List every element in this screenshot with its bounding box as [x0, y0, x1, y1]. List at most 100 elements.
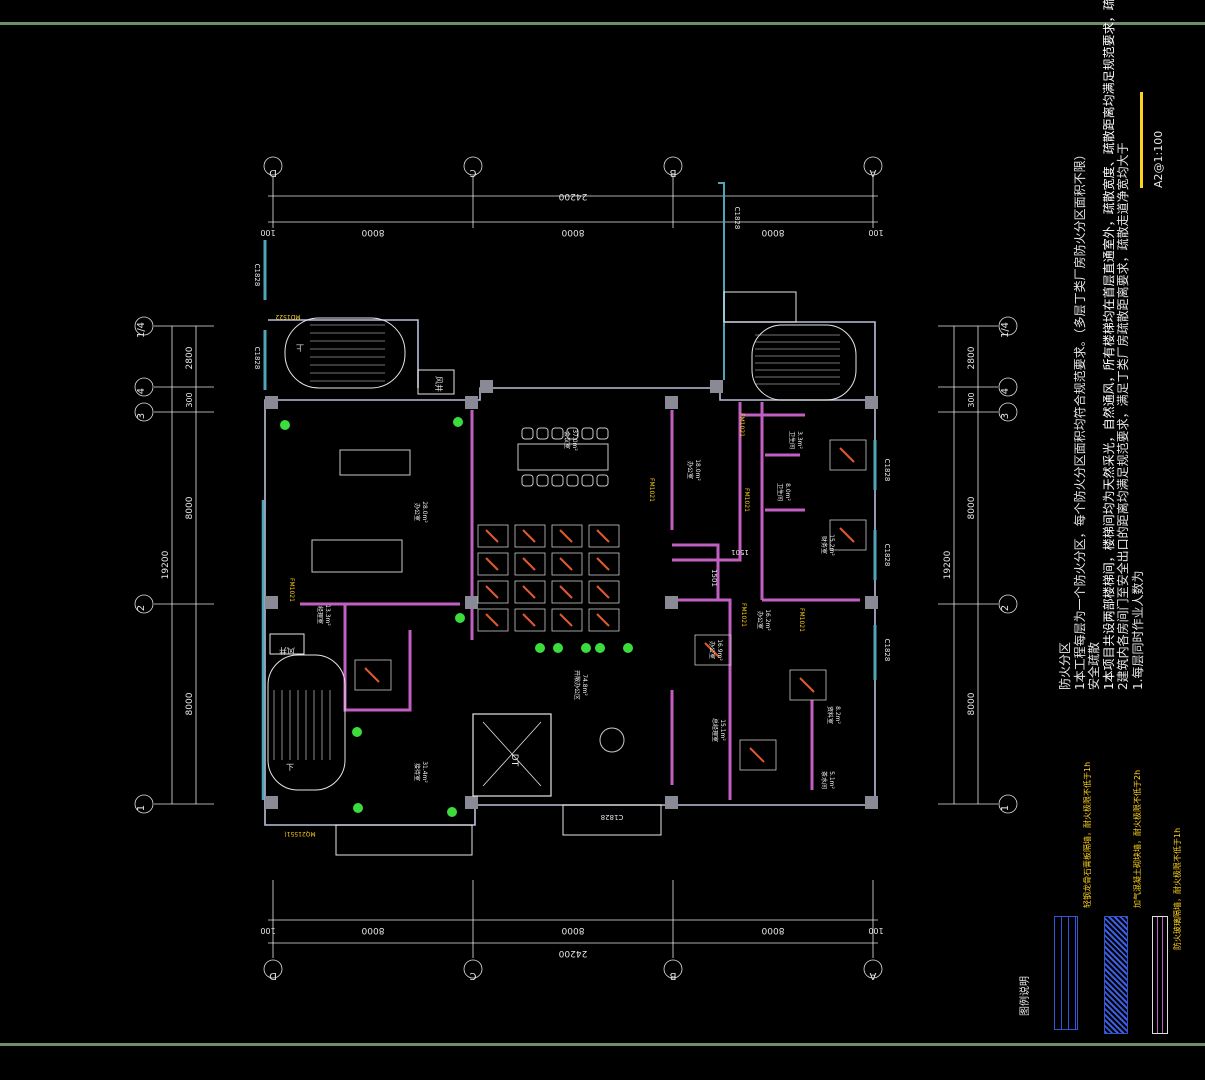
- chair: [596, 474, 609, 487]
- room-area-label: 8.0m²: [784, 483, 791, 501]
- room-name-label: 财务室: [820, 536, 828, 554]
- grid-bubble: [134, 402, 154, 422]
- room-name-label: 开敞办公区: [573, 670, 581, 700]
- office-desk: [354, 659, 392, 691]
- grid-bubble: [663, 959, 683, 979]
- chair: [596, 427, 609, 440]
- workstation-desk: [551, 524, 583, 548]
- structural-column: [665, 596, 678, 609]
- legend-title: 图例说明: [1020, 976, 1031, 1016]
- grid-bubble: [134, 594, 154, 614]
- window-tag: C1828: [883, 459, 891, 482]
- grid-axis-label: 4: [136, 388, 147, 394]
- office-chair: [799, 677, 815, 693]
- conference-table: [517, 443, 609, 471]
- chair: [551, 427, 564, 440]
- workstation-desk: [514, 552, 546, 576]
- shaft: [269, 633, 305, 655]
- door-tag: MD1522: [275, 313, 300, 320]
- shaft-label: 风井: [434, 376, 444, 392]
- workstation-desk: [477, 608, 509, 632]
- grid-bubble: [998, 377, 1018, 397]
- roof-canopy: [723, 291, 797, 323]
- workstation-desk: [477, 524, 509, 548]
- structural-column: [865, 396, 878, 409]
- notes-heading-fire-zone: 防火分区: [1058, 641, 1072, 690]
- grid-bubble: [263, 959, 283, 979]
- stair-core-wall: [268, 319, 419, 388]
- dimension-edge: 100: [868, 228, 883, 237]
- room-area-label: 13.3m²: [324, 604, 331, 626]
- plant: [623, 643, 633, 653]
- bottom-frame-line: [0, 1043, 1205, 1046]
- dimension-small: 1501: [731, 548, 749, 556]
- room-name-label: 茶水间: [820, 771, 828, 789]
- manager-desk: [339, 449, 411, 476]
- stair-down-label: 下: [286, 763, 294, 772]
- workstation-chair: [596, 529, 610, 543]
- door-tag: FM1021: [743, 488, 750, 512]
- plant: [553, 643, 563, 653]
- stair-core-wall: [724, 321, 876, 400]
- stair-outline: [284, 317, 406, 389]
- dimension-edge: 100: [260, 228, 275, 237]
- structural-column: [265, 596, 278, 609]
- interior-partition: [672, 543, 720, 600]
- scale-marker: [1140, 92, 1143, 188]
- interior-partition: [343, 604, 412, 712]
- chair: [536, 474, 549, 487]
- workstation-chair: [485, 613, 499, 627]
- shaft-label: 风井: [279, 646, 295, 656]
- dimension-span: 2800: [185, 346, 195, 369]
- room-area-label: 5.1m²: [828, 771, 835, 789]
- dimension-span: 300: [967, 392, 976, 407]
- workstation-chair: [559, 557, 573, 571]
- workstation-chair: [522, 557, 536, 571]
- notes-line: 1本项目共设两部楼梯间，楼梯间均为天然采光，自然通风，所有楼梯均在首层直通室外，…: [1101, 0, 1116, 690]
- grid-axis-label: 4: [1000, 388, 1011, 394]
- room-area-label: 16.9m²: [716, 639, 723, 661]
- structural-column: [465, 796, 478, 809]
- grid-axis-label: B: [669, 970, 676, 981]
- office-desk: [829, 439, 867, 471]
- notes-line: 2建筑内各房间门至安全出口的距离均满足规范要求，满足丁类厂房疏散距离要求，疏散走…: [1116, 142, 1130, 690]
- shaft: [417, 369, 455, 395]
- room-area-label: 15.1m²: [719, 719, 726, 741]
- entrance-canopy: [562, 804, 662, 836]
- office-chair: [839, 447, 855, 463]
- drawing-scale: A2@1:100: [1152, 130, 1165, 188]
- entrance-canopy: [335, 824, 473, 856]
- grid-axis-label: 2: [136, 605, 147, 611]
- dimension-span: 8000: [761, 227, 784, 237]
- workstation-chair: [559, 529, 573, 543]
- window-tag: C1828: [253, 264, 261, 287]
- legend-label: 防火玻璃隔墙，耐火极限不低于1h: [1173, 827, 1182, 950]
- window-tag: C1828: [601, 813, 624, 821]
- office-desk: [739, 739, 777, 771]
- workstation-chair: [522, 613, 536, 627]
- workstation-desk: [514, 524, 546, 548]
- structural-column: [265, 396, 278, 409]
- workstation-chair: [485, 585, 499, 599]
- chair: [581, 474, 594, 487]
- grid-bubble: [134, 794, 154, 814]
- workstation-desk: [588, 524, 620, 548]
- dimension-small: 1501: [710, 569, 718, 587]
- workstation-chair: [559, 585, 573, 599]
- plant: [353, 803, 363, 813]
- office-desk: [789, 669, 827, 701]
- grid-axis-label: 1: [1000, 805, 1011, 811]
- structural-column: [465, 596, 478, 609]
- room-name-label: 办公室: [413, 503, 421, 521]
- grid-bubble: [463, 959, 483, 979]
- door-tag: FM1021: [798, 608, 805, 632]
- notes-line: 1本工程每层为一个防火分区，每个防火分区面积均符合规范要求。（多层丁类厂房防火分…: [1072, 148, 1087, 690]
- workstation-chair: [559, 613, 573, 627]
- workstation-chair: [522, 585, 536, 599]
- room-area-label: 16.2m²: [764, 609, 771, 631]
- stair-up-label: 上: [296, 343, 304, 352]
- workstation-desk: [477, 580, 509, 604]
- room-name-label: 卫生间: [788, 431, 796, 449]
- interior-partition: [672, 598, 732, 800]
- chair: [521, 427, 534, 440]
